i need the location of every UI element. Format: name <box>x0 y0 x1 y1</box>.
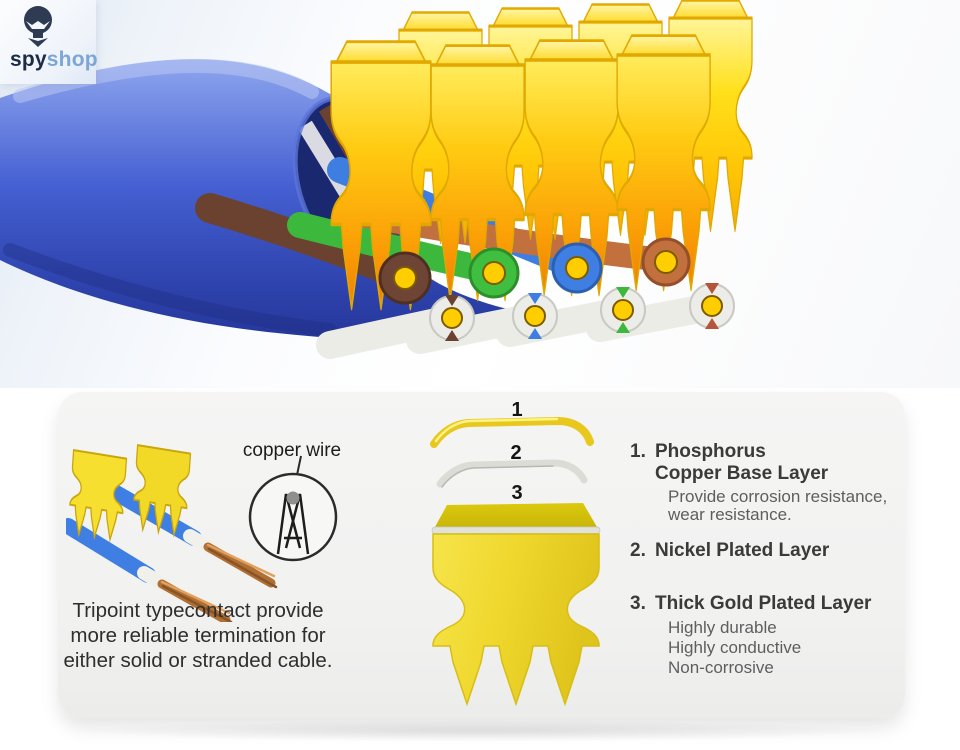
layer-2-number: 2. <box>630 540 646 561</box>
brand-logo-text: spyshop <box>10 48 100 72</box>
layer-3-title: Thick Gold Plated Layer <box>655 593 872 614</box>
spy-logo-icon <box>24 6 52 47</box>
wire-cross-sections-solid <box>378 237 691 305</box>
layer-3-number: 3. <box>630 593 646 614</box>
strip-1-highlight <box>434 417 559 443</box>
nickel-layer-strip <box>436 459 588 488</box>
copper-wire-dot <box>286 491 300 505</box>
layer-number-1: 1 <box>511 399 522 421</box>
layer-1-title-line-2: Copper Base Layer <box>655 463 829 484</box>
copper-wire-label: copper wire <box>242 440 342 461</box>
tripoint-caption: Tripoint typecontact provide more reliab… <box>62 598 334 673</box>
layer-1-desc-line-2: wear resistance. <box>668 505 792 524</box>
wire-cross-sections-striped <box>429 283 735 341</box>
info-panel: copper wire Tripoint typecontact provide… <box>58 392 905 718</box>
contact-grip-drawing <box>276 493 310 555</box>
cable-contacts-illustration <box>0 0 960 359</box>
layer-1-desc-line-1: Provide corrosion resistance, <box>668 487 888 506</box>
layer-3-desc-line-1: Highly durable <box>668 618 777 637</box>
brand-name-primary: spy <box>10 48 47 71</box>
gold-contact-body <box>432 533 600 705</box>
caption-line-2: more reliable termination for <box>70 624 326 647</box>
caption-line-1: Tripoint typecontact provide <box>72 599 324 622</box>
layer-1-title-line-1: Phosphorus <box>655 441 766 462</box>
layer-3-desc-line-3: Non-corrosive <box>668 658 774 677</box>
contact-top-face <box>435 503 597 527</box>
layer-number-2: 2 <box>510 442 521 464</box>
copper-wire-magnifier <box>248 455 338 562</box>
layer-3-desc-line-2: Highly conductive <box>668 638 802 657</box>
brand-logo: spyshop <box>6 4 102 80</box>
nickel-band <box>431 526 601 534</box>
brand-name-secondary: shop <box>46 48 98 71</box>
strip-2-edge <box>441 465 554 488</box>
layer-1-number: 1. <box>630 441 646 462</box>
layer-number-3: 3 <box>511 482 522 504</box>
tripoint-contacts-on-wires-illustration <box>66 444 278 622</box>
contact-layers-diagram: 1 2 3 <box>430 399 601 705</box>
layer-2-title: Nickel Plated Layer <box>655 540 830 561</box>
caption-line-3: either solid or stranded cable. <box>63 649 333 672</box>
card-drop-shadow <box>70 720 890 742</box>
